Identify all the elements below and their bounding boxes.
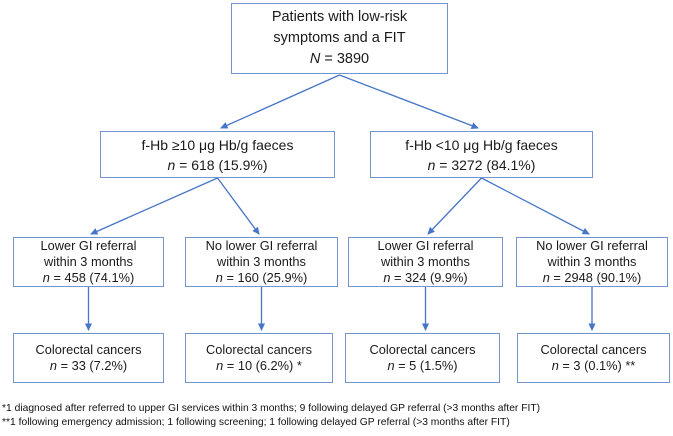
node-text-line: Lower GI referral: [40, 238, 137, 253]
stat-value: = 324 (9.9%): [390, 270, 468, 285]
node-text-line: symptoms and a FIT: [273, 30, 406, 46]
footnotes: *1 diagnosed after referred to upper GI …: [2, 402, 540, 430]
footnote-single-asterisk: *1 diagnosed after referred to upper GI …: [2, 403, 541, 414]
stat-symbol: N: [309, 51, 321, 67]
node-stat: n = 618 (15.9%): [167, 155, 267, 175]
node-no-referral-positive: No lower GI referral within 3 months n =…: [185, 237, 338, 287]
stat-symbol: n: [427, 156, 436, 173]
stat-value: = 33 (7.2%): [57, 358, 128, 373]
stat-value: = 3 (0.1%) **: [558, 358, 636, 373]
stat-symbol: n: [387, 358, 395, 373]
stat-value: = 5 (1.5%): [394, 358, 458, 373]
node-cancers-referral-positive: Colorectal cancers n = 33 (7.2%): [13, 333, 164, 383]
stat-symbol: n: [542, 270, 550, 285]
stat-symbol: n: [383, 270, 391, 285]
node-cancers-referral-negative: Colorectal cancers n = 5 (1.5%): [345, 333, 500, 383]
node-text-line: Patients with low-risk: [271, 9, 408, 25]
node-text-line: Colorectal cancers: [540, 342, 647, 357]
node-text-line: f-Hb <10 μg Hb/g faeces: [405, 136, 558, 153]
node-text-line: within 3 months: [381, 254, 470, 269]
node-text-line: within 3 months: [44, 254, 133, 269]
stat-value: = 3272 (84.1%): [435, 156, 536, 173]
stat-value: = 458 (74.1%): [49, 270, 135, 285]
stat-symbol: n: [42, 270, 50, 285]
stat-symbol: n: [215, 270, 223, 285]
node-no-referral-negative: No lower GI referral within 3 months n =…: [516, 237, 668, 287]
footnote-double-asterisk: **1 following emergency admission; 1 fol…: [2, 417, 510, 428]
node-text-line: f-Hb ≥10 μg Hb/g faeces: [141, 136, 294, 153]
node-referral-negative: Lower GI referral within 3 months n = 32…: [348, 237, 503, 287]
node-patients-low-risk-fit: Patients with low-risk symptoms and a FI…: [231, 3, 448, 74]
node-text-line: Colorectal cancers: [369, 342, 476, 357]
stat-symbol: n: [551, 358, 559, 373]
node-text-line: No lower GI referral: [205, 238, 318, 253]
node-stat: n = 10 (6.2%) *: [216, 358, 302, 374]
node-stat: n = 3 (0.1%) **: [552, 358, 636, 374]
node-stat: n = 5 (1.5%): [387, 358, 457, 374]
node-text-line: Lower GI referral: [377, 238, 474, 253]
stat-value: = 10 (6.2%) *: [223, 358, 302, 373]
stat-value: = 160 (25.9%): [222, 270, 308, 285]
stat-symbol: n: [49, 358, 58, 373]
node-text-line: within 3 months: [547, 254, 637, 269]
node-fhb-below-threshold: f-Hb <10 μg Hb/g faeces n = 3272 (84.1%): [370, 131, 593, 178]
node-fhb-above-threshold: f-Hb ≥10 μg Hb/g faeces n = 618 (15.9%): [100, 131, 335, 178]
stat-symbol: n: [216, 358, 224, 373]
node-text-line: within 3 months: [217, 254, 306, 269]
node-text-line: Colorectal cancers: [206, 342, 312, 357]
stat-symbol: n: [167, 156, 176, 173]
node-stat: n = 2948 (90.1%): [543, 270, 642, 286]
node-stat: N = 3890: [310, 49, 369, 70]
node-referral-positive: Lower GI referral within 3 months n = 45…: [13, 237, 164, 287]
node-stat: n = 3272 (84.1%): [428, 155, 536, 175]
node-stat: n = 33 (7.2%): [50, 358, 127, 374]
node-stat: n = 324 (9.9%): [383, 270, 467, 286]
node-text-line: No lower GI referral: [536, 238, 648, 253]
node-stat: n = 458 (74.1%): [43, 270, 134, 286]
node-cancers-no-referral-negative: Colorectal cancers n = 3 (0.1%) **: [517, 333, 670, 383]
node-text-line: Colorectal cancers: [35, 342, 142, 357]
stat-value: = 2948 (90.1%): [549, 270, 642, 285]
stat-value: = 3890: [320, 51, 370, 67]
node-cancers-no-referral-positive: Colorectal cancers n = 10 (6.2%) *: [185, 333, 333, 383]
stat-value: = 618 (15.9%): [175, 156, 268, 173]
node-stat: n = 160 (25.9%): [216, 270, 307, 286]
